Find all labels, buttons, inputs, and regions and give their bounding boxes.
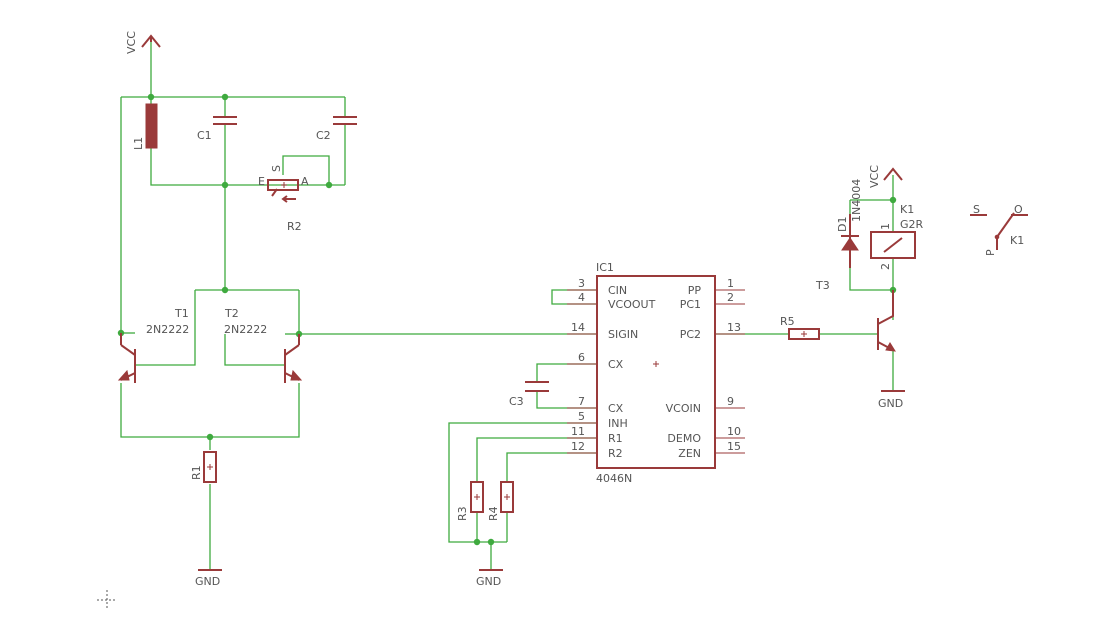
k1-contact-label: K1	[1010, 234, 1024, 247]
junction-dot	[206, 433, 214, 441]
ic-value: 4046N	[596, 472, 632, 485]
vcc-label: VCC	[868, 165, 881, 188]
ic-pin-label: SIGIN	[608, 328, 638, 341]
c2-label: C2	[316, 129, 331, 142]
r4-label: R4	[487, 506, 500, 521]
ic-pin-label: ZEN	[678, 447, 701, 460]
relay-k1-coil: K1 G2R 1 2	[870, 203, 924, 270]
trimmer-a-label: A	[301, 175, 309, 188]
contact-o-label: O	[1014, 203, 1023, 216]
gnd-label: GND	[195, 575, 220, 588]
trimmer-r2: E S A R2	[258, 165, 309, 233]
ic-pin-label: DEMO	[667, 432, 701, 445]
r1-label: R1	[190, 465, 203, 480]
diode-d1: D1 1N4004	[836, 179, 863, 268]
trimmer-s-label: S	[270, 165, 283, 172]
junction-dot	[147, 93, 155, 101]
gnd-symbol-middle: GND	[476, 569, 503, 588]
resistor-r3: R3	[456, 481, 484, 521]
t3-label: T3	[815, 279, 830, 292]
vcc-symbol-left: VCC	[125, 31, 161, 54]
gnd-label: GND	[878, 397, 903, 410]
c1-label: C1	[197, 129, 212, 142]
ic-pin-label: CIN	[608, 284, 627, 297]
junction-dot	[221, 93, 229, 101]
ic-4046: IC1 4046N 3CIN4VCOOUT14SIGIN6CX7CX5INH11…	[567, 261, 745, 485]
ic-pin-number: 3	[578, 277, 585, 290]
junction-dot	[221, 181, 229, 189]
k1-value: G2R	[900, 218, 924, 231]
junction-dot	[325, 181, 333, 189]
ic-pin-number: 11	[571, 425, 585, 438]
t2-value: 2N2222	[224, 323, 267, 336]
resistor-r4: R4	[487, 481, 514, 521]
junction-dot	[487, 538, 495, 546]
d1-label: D1	[836, 217, 849, 232]
contact-p-label: P	[984, 249, 997, 256]
ic-pin-label: CX	[608, 402, 624, 415]
ic-pin-label: R2	[608, 447, 623, 460]
ic-pin-number: 9	[727, 395, 734, 408]
inductor-l1: L1	[132, 103, 158, 150]
ic-pin-label: PC1	[680, 298, 701, 311]
ic-pin-number: 4	[578, 291, 585, 304]
ic-pin-number: 5	[578, 410, 585, 423]
r5-label: R5	[780, 315, 795, 328]
capacitor-c3: C3	[509, 381, 549, 408]
vcc-label: VCC	[125, 31, 138, 54]
ic-pin-number: 14	[571, 321, 585, 334]
relay-k1-contact: S O P K1	[970, 203, 1028, 256]
k1-label: K1	[900, 203, 914, 216]
ic-pin-label: PP	[688, 284, 702, 297]
ic-pin-label: R1	[608, 432, 623, 445]
gnd-symbol-left: GND	[195, 569, 222, 588]
trimmer-e-label: E	[258, 175, 265, 188]
ic-pin-number: 13	[727, 321, 741, 334]
d1-value: 1N4004	[850, 179, 863, 222]
junction-dot	[889, 196, 897, 204]
coil-pin2: 2	[879, 263, 892, 270]
transistor-t2: T2 2N2222	[224, 307, 303, 383]
t1-value: 2N2222	[146, 323, 189, 336]
ic-pin-number: 7	[578, 395, 585, 408]
ic-pin-label: VCOOUT	[608, 298, 656, 311]
resistor-r5: R5	[780, 315, 820, 340]
gnd-label: GND	[476, 575, 501, 588]
vcc-symbol-right: VCC	[868, 165, 903, 188]
ic-name: IC1	[596, 261, 614, 274]
ic-pin-label: CX	[608, 358, 624, 371]
ic-pin-number: 2	[727, 291, 734, 304]
ic-pin-label: PC2	[680, 328, 701, 341]
ic-pin-number: 10	[727, 425, 741, 438]
crosshair-icon	[97, 590, 117, 610]
contact-s-label: S	[973, 203, 980, 216]
junction-dot	[473, 538, 481, 546]
c3-label: C3	[509, 395, 524, 408]
ic-pin-number: 1	[727, 277, 734, 290]
ic-pin-number: 6	[578, 351, 585, 364]
ic-pin-label: INH	[608, 417, 628, 430]
resistor-r1: R1	[190, 451, 217, 483]
t2-label: T2	[224, 307, 239, 320]
t1-label: T1	[174, 307, 189, 320]
ic-pin-number: 12	[571, 440, 585, 453]
transistor-t1: T1 2N2222	[117, 307, 189, 383]
ic-pin-number: 15	[727, 440, 741, 453]
coil-pin1: 1	[879, 223, 892, 230]
capacitor-c2: C2	[316, 116, 357, 142]
wires	[120, 42, 894, 570]
ic-pin-label: VCOIN	[666, 402, 701, 415]
gnd-symbol-right: GND	[878, 390, 905, 410]
l1-label: L1	[132, 137, 145, 150]
transistor-t3: T3	[815, 279, 896, 352]
junction-dot	[221, 286, 229, 294]
capacitor-c1: C1	[197, 116, 237, 142]
r2-label: R2	[287, 220, 302, 233]
r3-label: R3	[456, 506, 469, 521]
